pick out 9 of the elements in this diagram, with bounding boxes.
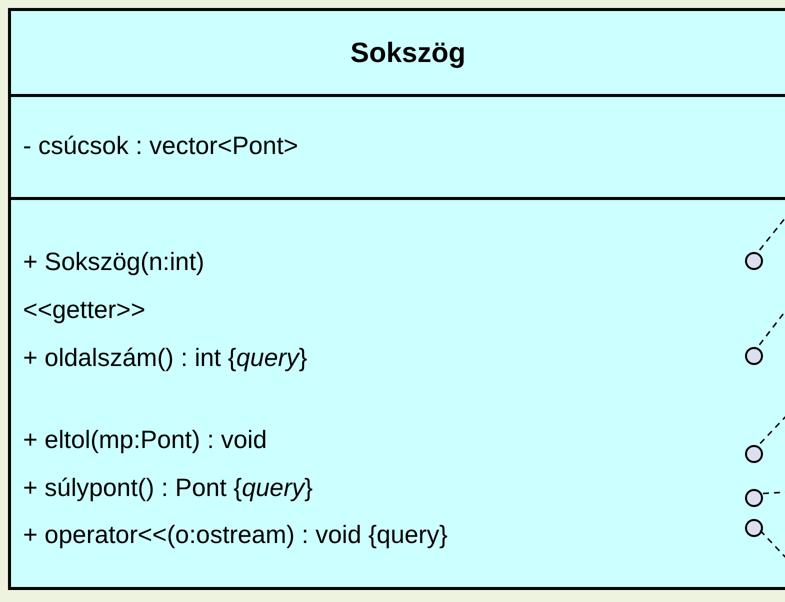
operation-text: + oldalszám() : int {query} xyxy=(23,343,308,374)
class-name: Sokszög xyxy=(350,36,466,70)
operation-text: <<getter>> xyxy=(23,295,146,326)
operation-text: + operator<<(o:ostream) : void {query} xyxy=(23,520,448,551)
operation-text: + eltol(mp:Pont) : void xyxy=(23,425,267,456)
class-box xyxy=(8,8,785,590)
operation-text: + súlypont() : Pont {query} xyxy=(23,473,313,504)
operation-text: + Sokszög(n:int) xyxy=(23,247,204,278)
attribute-text: - csúcsok : vector<Pont> xyxy=(23,131,298,162)
